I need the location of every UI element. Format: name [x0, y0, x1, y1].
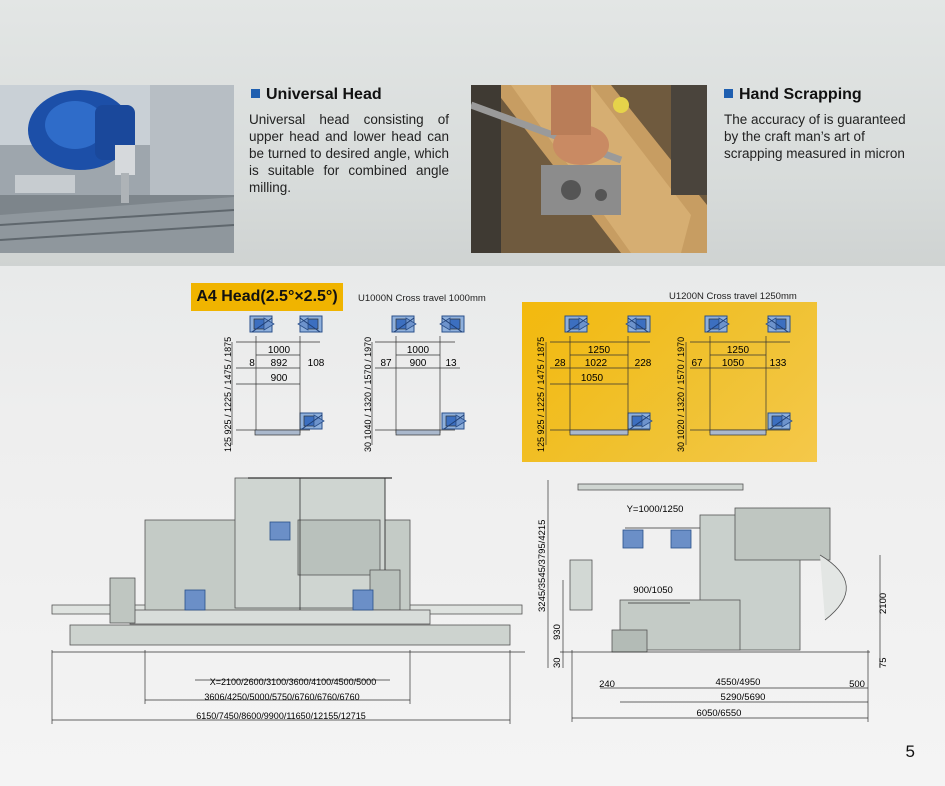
hand-scrapping-title: Hand Scrapping	[724, 86, 862, 104]
d2-width: 1000	[407, 345, 430, 356]
d3-right: 228	[635, 358, 652, 369]
d3-vertical: 125 925 / 1225 / 1475 / 1875	[536, 337, 546, 452]
d3-mid: 1022	[585, 358, 608, 369]
d1-mid: 892	[271, 358, 288, 369]
dim-5290: 5290/5690	[721, 692, 766, 703]
side-dimension-lines	[51, 650, 511, 724]
diagram-u1200n-a	[545, 315, 653, 445]
hand-scrapping-photo	[471, 85, 707, 253]
d4-right: 133	[770, 358, 787, 369]
head-badge: A4 Head(2.5°×2.5°)	[191, 283, 343, 311]
mid-length-label: 3606/4250/5000/5750/6760/6760/6760	[204, 692, 359, 702]
d1-right: 108	[308, 358, 325, 369]
dim-240: 240	[599, 679, 615, 690]
dim-6050: 6050/6550	[697, 708, 742, 719]
dim-2100: 2100	[878, 593, 889, 614]
dim-930: 930	[552, 624, 563, 640]
d1-vertical: 125 925 / 1225 / 1475 / 1875	[223, 337, 233, 452]
d4-left: 67	[691, 358, 703, 369]
d2-left: 87	[380, 358, 392, 369]
u1000n-caption: U1000N Cross travel 1000mm	[358, 293, 486, 304]
y-travel-label: Y=1000/1250	[627, 504, 684, 515]
dim-75: 75	[878, 657, 889, 668]
overall-length-label: 6150/7450/8600/9900/11650/12155/12715	[196, 711, 366, 721]
dim-500: 500	[849, 679, 865, 690]
diagram-u1200n-b	[685, 315, 793, 445]
d2-vertical: 30 1040 / 1320 / 1570 / 1970	[363, 337, 373, 452]
universal-head-title: Universal Head	[251, 86, 382, 104]
d2-right: 13	[445, 358, 457, 369]
hand-scrapping-description: The accuracy of is guaranteed by the cra…	[724, 112, 906, 161]
d1-left: 8	[249, 358, 255, 369]
diagram-u1000n-b	[371, 315, 467, 445]
page-number: 5	[905, 742, 915, 761]
machine-front-view	[560, 483, 870, 653]
front-dimension-lines	[547, 480, 881, 722]
bullet-square-icon	[251, 89, 260, 98]
d3-width: 1250	[588, 345, 611, 356]
universal-head-description: Universal head consisting of upper head …	[249, 112, 449, 195]
d4-width: 1250	[727, 345, 750, 356]
universal-head-photo	[0, 85, 234, 253]
dim-4550: 4550/4950	[716, 677, 761, 688]
u1200n-caption: U1200N Cross travel 1250mm	[669, 291, 797, 302]
bullet-square-icon	[724, 89, 733, 98]
dim-30: 30	[552, 657, 563, 668]
diagram-u1000n-a	[231, 315, 325, 445]
d3-bottom: 1050	[581, 373, 604, 384]
table-width-label: 900/1050	[633, 585, 673, 596]
d3-left: 28	[554, 358, 566, 369]
d4-mid: 1050	[722, 358, 745, 369]
d2-mid: 900	[410, 358, 427, 369]
machine-side-view	[51, 477, 525, 653]
x-travel-label: X=2100/2600/3100/3600/4100/4500/5000	[210, 677, 376, 687]
height-label: 3245/3545/3795/4215	[537, 520, 548, 612]
d4-vertical: 30 1020 / 1320 / 1570 / 1970	[676, 337, 686, 452]
d1-width: 1000	[268, 345, 291, 356]
d1-bottom: 900	[271, 373, 288, 384]
